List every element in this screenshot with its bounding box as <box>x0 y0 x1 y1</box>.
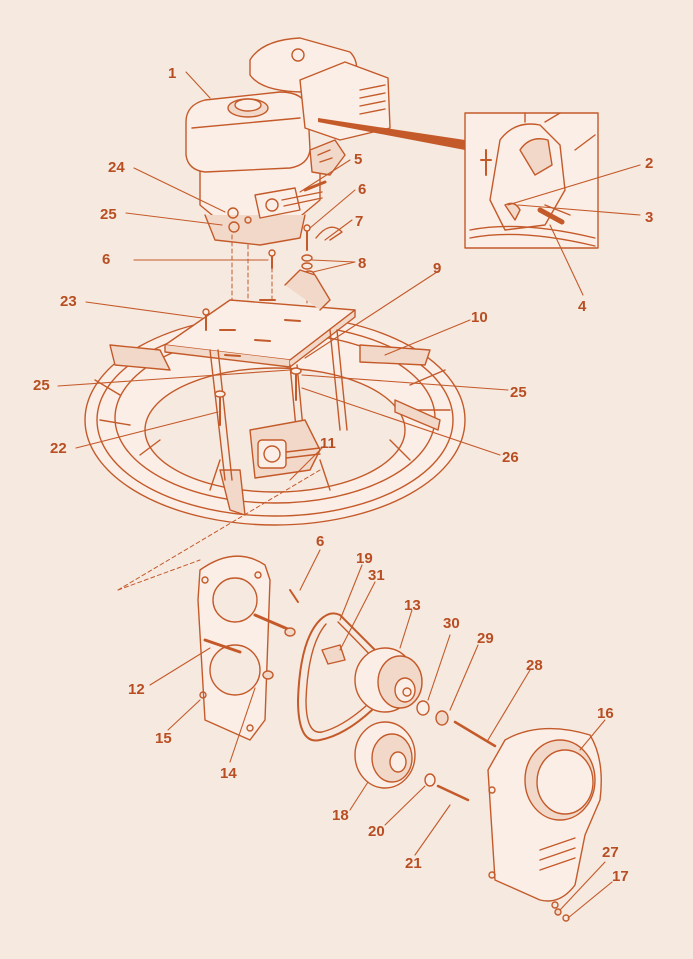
callout-6-left: 6 <box>102 251 110 268</box>
line-art <box>57 37 641 922</box>
callout-2: 2 <box>645 155 653 172</box>
callout-12: 12 <box>128 681 145 698</box>
callout-16: 16 <box>597 705 614 722</box>
callout-25-right: 25 <box>510 384 527 401</box>
callout-7: 7 <box>355 213 363 230</box>
callout-22: 22 <box>50 440 67 457</box>
callout-3: 3 <box>645 209 653 226</box>
callout-15: 15 <box>155 730 172 747</box>
leader-lines <box>57 71 641 919</box>
belt-drive-assembly <box>197 555 602 922</box>
callout-30: 30 <box>443 615 460 632</box>
callout-21: 21 <box>405 855 422 872</box>
callout-26: 26 <box>502 449 519 466</box>
callout-6-upper: 6 <box>358 181 366 198</box>
callout-8: 8 <box>358 255 366 272</box>
projection-lines <box>117 469 321 591</box>
detail-inset <box>464 112 599 249</box>
callout-20: 20 <box>368 823 385 840</box>
callout-25-upper: 25 <box>100 206 117 223</box>
callout-28: 28 <box>526 657 543 674</box>
callout-24: 24 <box>108 159 125 176</box>
callout-14: 14 <box>220 765 237 782</box>
mount-frame <box>164 269 356 481</box>
callout-11: 11 <box>320 435 336 452</box>
callout-4: 4 <box>578 298 587 315</box>
callout-10: 10 <box>471 309 488 326</box>
leader-band <box>318 118 465 150</box>
callout-1: 1 <box>168 65 176 82</box>
callout-17: 17 <box>612 868 629 885</box>
callout-31: 31 <box>368 567 385 584</box>
callout-6-lower: 6 <box>316 533 324 550</box>
callout-18: 18 <box>332 807 349 824</box>
callout-23: 23 <box>60 293 77 310</box>
callout-19: 19 <box>356 550 373 567</box>
callout-13: 13 <box>404 597 421 614</box>
callout-9: 9 <box>433 260 441 277</box>
callout-labels: 1 2 3 4 5 6 7 8 6 9 10 24 25 23 25 25 22… <box>33 65 653 885</box>
callout-27: 27 <box>602 844 619 861</box>
callout-29: 29 <box>477 630 494 647</box>
callout-5: 5 <box>354 151 362 168</box>
callout-25-left: 25 <box>33 377 50 394</box>
